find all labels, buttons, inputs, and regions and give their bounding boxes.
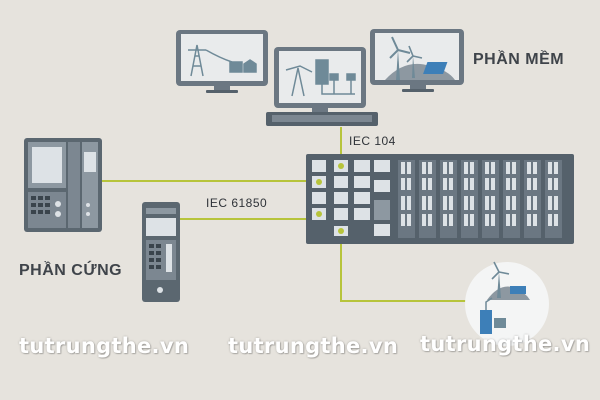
io-terminal	[401, 214, 405, 226]
io-terminal	[527, 214, 531, 226]
io-terminal	[533, 214, 537, 226]
io-terminal	[491, 178, 495, 190]
monitor-center	[266, 47, 378, 126]
io-terminal	[485, 214, 489, 226]
io-terminal	[491, 196, 495, 210]
io-terminal	[428, 214, 432, 226]
io-ports	[312, 160, 390, 236]
io-terminal	[548, 162, 552, 174]
io-terminal	[512, 196, 516, 210]
io-terminal	[422, 196, 426, 210]
protocol-iec104-label: IEC 104	[349, 134, 396, 148]
monitor-left	[176, 30, 268, 93]
io-terminal	[449, 162, 453, 174]
io-terminal	[506, 162, 510, 174]
io-terminal	[407, 196, 411, 210]
io-terminal	[449, 178, 453, 190]
io-terminal	[533, 196, 537, 210]
io-terminal	[422, 214, 426, 226]
io-terminal	[443, 196, 447, 210]
io-module-slot	[440, 160, 457, 238]
io-terminal	[548, 196, 552, 210]
link-site	[340, 236, 480, 302]
connection-lines	[100, 127, 480, 302]
renewable-site-icon	[480, 261, 530, 334]
io-terminal	[491, 214, 495, 226]
io-terminal	[470, 196, 474, 210]
io-terminal	[443, 178, 447, 190]
io-terminal	[401, 178, 405, 190]
io-terminal	[548, 178, 552, 190]
io-terminal	[443, 214, 447, 226]
protective-relay	[142, 202, 180, 302]
io-terminal	[449, 196, 453, 210]
rtu-rack	[306, 154, 574, 244]
io-terminal	[449, 214, 453, 226]
io-terminal	[464, 214, 468, 226]
io-module-slot	[419, 160, 436, 238]
io-terminal	[548, 214, 552, 226]
substation-icon	[285, 59, 356, 97]
io-module-slot	[482, 160, 499, 238]
io-terminal	[428, 178, 432, 190]
io-module-slot	[545, 160, 562, 238]
io-terminal	[527, 178, 531, 190]
io-terminal	[422, 178, 426, 190]
io-terminal	[407, 178, 411, 190]
io-terminal	[428, 196, 432, 210]
io-terminal	[485, 162, 489, 174]
protocol-iec61850-label: IEC 61850	[206, 196, 268, 210]
io-terminal	[506, 178, 510, 190]
io-module-slot	[524, 160, 541, 238]
io-terminal	[527, 196, 531, 210]
hardware-label: PHẦN CỨNG	[19, 262, 123, 279]
io-terminal	[407, 214, 411, 226]
io-terminal	[464, 196, 468, 210]
io-terminal	[554, 214, 558, 226]
io-terminal	[470, 178, 474, 190]
io-terminal	[428, 162, 432, 174]
io-terminal	[527, 162, 531, 174]
io-terminal	[506, 214, 510, 226]
io-terminal	[533, 178, 537, 190]
io-terminal	[485, 178, 489, 190]
io-module-slot	[461, 160, 478, 238]
io-terminal	[464, 162, 468, 174]
io-terminal	[506, 196, 510, 210]
io-terminal	[470, 214, 474, 226]
watermark-right: tutrungthe.vn	[420, 332, 591, 356]
io-terminal	[554, 178, 558, 190]
io-terminal	[401, 162, 405, 174]
monitor-right	[370, 29, 464, 92]
power-transmission-tower-icon	[188, 44, 257, 77]
io-terminal	[554, 162, 558, 174]
watermark-center: tutrungthe.vn	[228, 334, 399, 358]
io-terminal	[407, 162, 411, 174]
io-terminal	[401, 196, 405, 210]
io-terminal	[554, 196, 558, 210]
control-cabinet	[24, 138, 102, 232]
io-terminal	[485, 196, 489, 210]
io-module-slot	[398, 160, 415, 238]
software-label: PHẦN MỀM	[473, 51, 565, 68]
io-module-slot	[503, 160, 520, 238]
wind-solar-icon	[385, 36, 457, 80]
io-terminal	[491, 162, 495, 174]
watermark-left: tutrungthe.vn	[19, 334, 190, 358]
renewable-site-bubble	[465, 261, 549, 346]
io-terminal	[470, 162, 474, 174]
io-terminal	[464, 178, 468, 190]
io-terminal	[512, 162, 516, 174]
io-terminal	[422, 162, 426, 174]
io-terminal	[443, 162, 447, 174]
io-modules	[398, 160, 562, 238]
io-terminal	[512, 178, 516, 190]
io-terminal	[512, 214, 516, 226]
io-terminal	[533, 162, 537, 174]
